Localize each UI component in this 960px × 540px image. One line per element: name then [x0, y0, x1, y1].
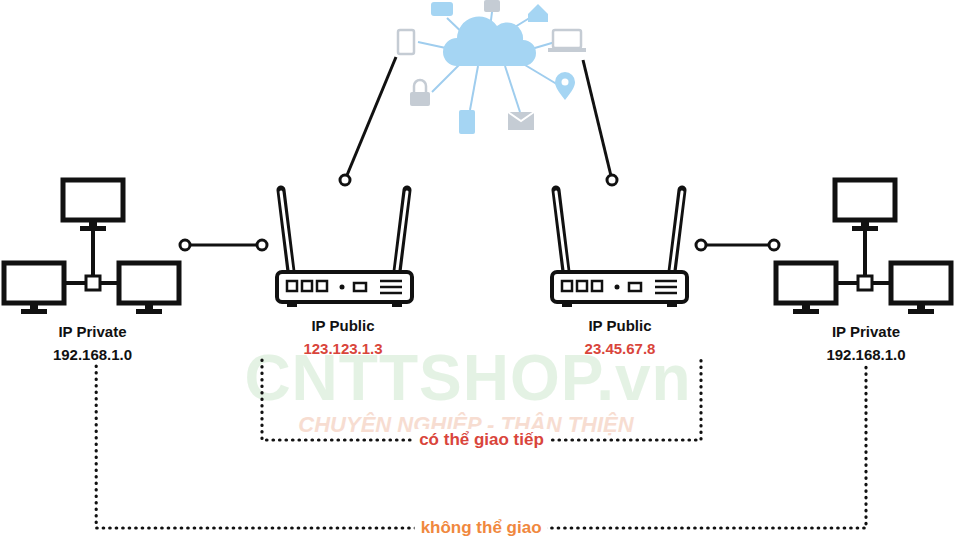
communication-path [96, 366, 866, 528]
cloud-illustration [398, 30, 414, 54]
cloud-illustration [459, 110, 475, 134]
cloud-illustration [548, 48, 586, 52]
cloud-illustration [528, 4, 548, 22]
internet-wire [607, 175, 617, 185]
cloud-illustration [553, 30, 581, 48]
lan-illustration [63, 180, 123, 231]
cable-end [180, 240, 190, 250]
ip-type-label: IP Private [832, 320, 900, 343]
ip-type-label: IP Private [58, 320, 126, 343]
lan-illustration [86, 276, 100, 290]
cloud-illustration [432, 62, 462, 92]
lan-illustration [4, 180, 179, 314]
edge-label: không thể giao [415, 517, 548, 539]
ip-address: 192.168.1.0 [826, 343, 905, 366]
router-symbol [277, 190, 412, 307]
cloud-illustration [431, 2, 453, 16]
cloud-illustration [398, 0, 586, 134]
ip-address: 192.168.1.0 [53, 343, 132, 366]
cloud-illustration [484, 0, 500, 12]
network-cable [701, 244, 774, 247]
router-node: IP Public23.45.67.8 [539, 185, 701, 360]
edge-label: có thể giao tiếp [413, 429, 550, 451]
lan-illustration [119, 263, 179, 314]
cable-end [257, 240, 267, 250]
cloud-illustration [562, 79, 569, 86]
communication-path [262, 360, 701, 440]
lan-illustration [776, 180, 951, 314]
lan-illustration [858, 276, 872, 290]
cloud-illustration [508, 112, 534, 130]
cloud-illustration [505, 66, 520, 112]
lan-node: IP Private192.168.1.0 [0, 172, 185, 366]
ip-address: 23.45.67.8 [585, 337, 656, 360]
cloud-illustration [470, 66, 478, 110]
ip-type-label: IP Public [311, 314, 374, 337]
ip-type-label: IP Public [588, 314, 651, 337]
cloud-illustration [443, 17, 536, 66]
cloud-illustration [410, 92, 430, 106]
cloud-illustration [414, 80, 426, 92]
internet-wire [340, 57, 617, 185]
cable-end [769, 240, 779, 250]
lan-illustration [776, 263, 836, 314]
cloud-illustration [555, 72, 575, 100]
network-cable [185, 244, 262, 247]
lan-illustration [4, 263, 64, 314]
router-symbol [552, 190, 687, 307]
router-node: IP Public123.123.1.3 [262, 185, 424, 360]
internet-wire [345, 57, 396, 180]
cloud-illustration [508, 112, 534, 121]
cable-end [696, 240, 706, 250]
ip-address: 123.123.1.3 [303, 337, 382, 360]
lan-illustration [835, 180, 895, 231]
cloud-illustration [418, 12, 562, 112]
lan-illustration [891, 263, 951, 314]
internet-wire [340, 175, 350, 185]
lan-node: IP Private192.168.1.0 [774, 172, 958, 366]
internet-wire [583, 60, 612, 180]
